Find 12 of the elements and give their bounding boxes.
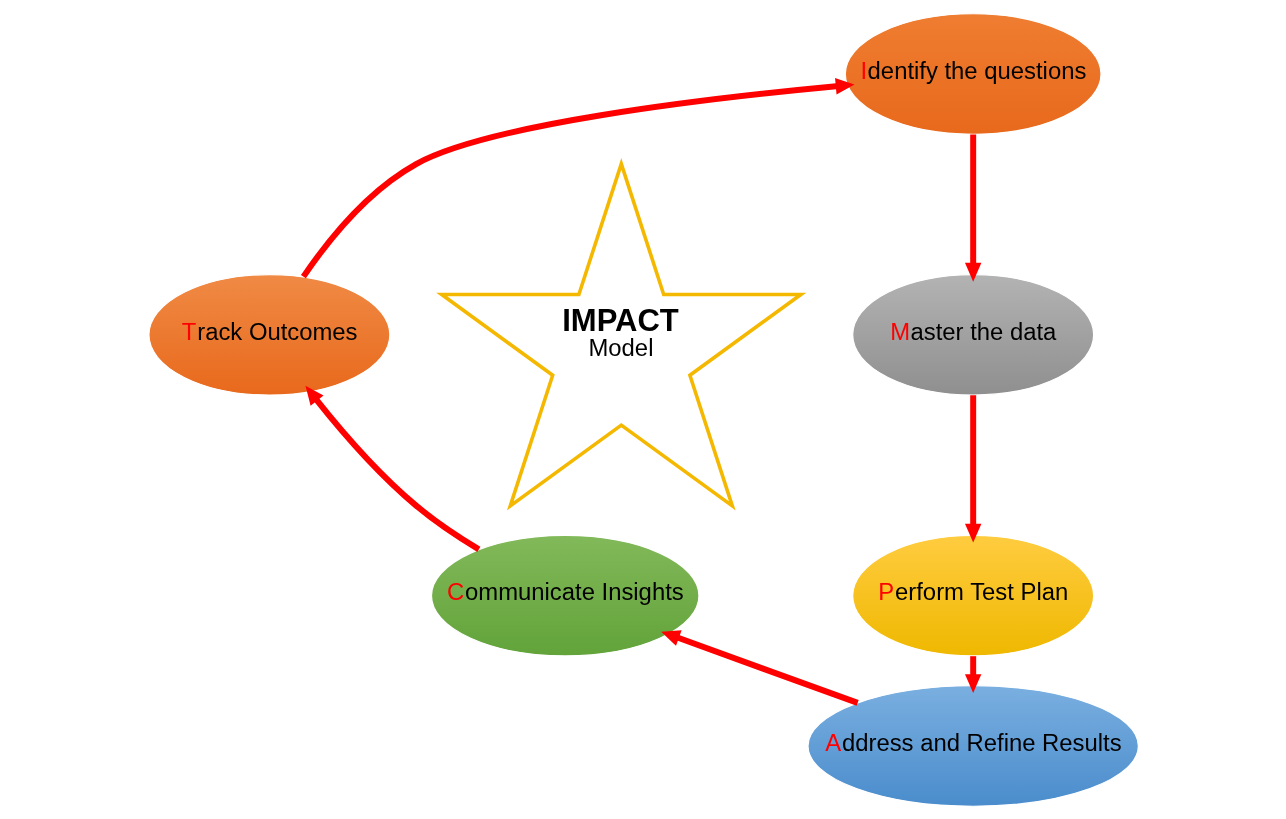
arrow (964, 655, 981, 693)
arrow (304, 385, 480, 552)
arrow (964, 394, 981, 542)
node-ellipse: Perform Test Plan (851, 534, 1094, 657)
node-ellipse: Address and Refine Results (806, 684, 1139, 807)
node-ellipse: Track Outcomes (147, 273, 390, 396)
node-ellipse: Master the data (851, 273, 1094, 396)
arrow (660, 629, 859, 706)
node-ellipse: Identify the questions (844, 12, 1102, 135)
arrow (300, 77, 854, 278)
node-ellipse: Communicate Insights (430, 534, 700, 657)
arrow (964, 134, 981, 282)
